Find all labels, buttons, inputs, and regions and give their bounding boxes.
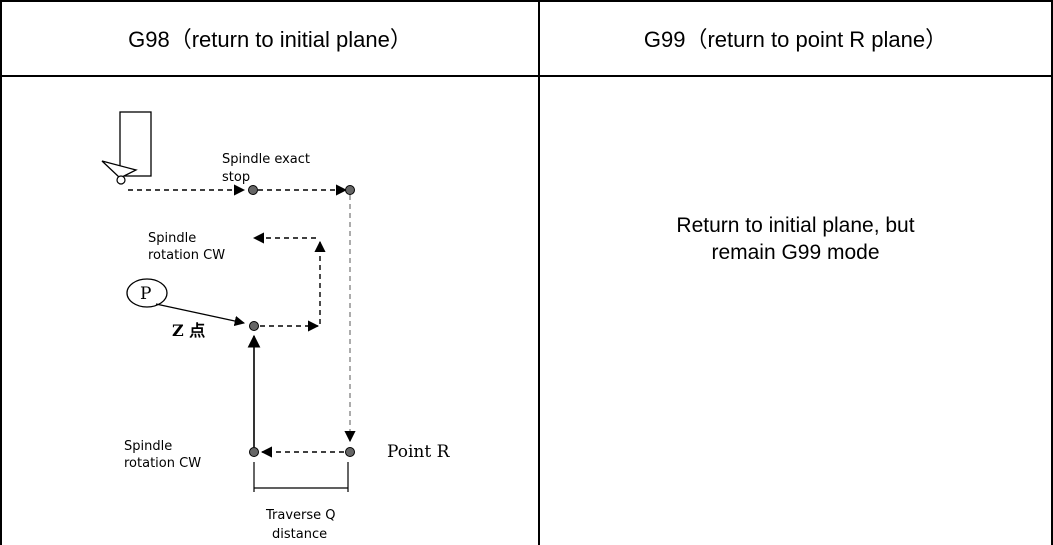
g98-drilling-cycle-diagram: P Spindle exact stop Spindle rotation CW…: [101, 111, 451, 542]
spindle-rotation-bottom-label-1: Spindle: [124, 439, 172, 454]
spindle-rotation-top-label-1: Spindle: [148, 231, 196, 246]
point-r-label: Point R: [387, 442, 451, 462]
g99-description: Return to initial plane, but remain G99 …: [540, 212, 1051, 266]
p-label: P: [140, 284, 151, 304]
top-right-point: [345, 185, 355, 195]
bottom-left-point: [249, 447, 259, 457]
g99-description-line1: Return to initial plane, but: [676, 214, 915, 237]
g98-header-text: G98（return to initial plane）: [128, 26, 412, 52]
traverse-label-1: Traverse Q: [265, 508, 336, 523]
table-right-border: [1051, 0, 1053, 545]
traverse-bracket: [253, 462, 349, 492]
table-top-border: [0, 0, 1053, 2]
table-left-border: [0, 0, 2, 545]
spindle-exact-stop-label-1: Spindle exact: [222, 152, 310, 167]
drill-tool-icon: [101, 111, 152, 185]
column-divider: [538, 0, 540, 545]
g99-header-text: G99（return to point R plane）: [643, 26, 948, 52]
spindle-stop-point: [248, 185, 258, 195]
p-pointer: [155, 303, 246, 327]
g99-header: G99（return to point R plane）: [540, 0, 1051, 75]
g98-header: G98（return to initial plane）: [2, 0, 538, 75]
spindle-exact-stop-label-2: stop: [222, 170, 250, 185]
spindle-rotation-top-label-2: rotation CW: [148, 248, 225, 263]
p-circle: [126, 278, 168, 308]
z-point-marker: [249, 321, 259, 331]
z-point-label: Z 点: [172, 321, 205, 340]
spindle-rotation-bottom-label-2: rotation CW: [124, 456, 201, 471]
point-r-marker: [345, 447, 355, 457]
traverse-label-2: distance: [272, 527, 327, 542]
header-divider: [0, 75, 1053, 77]
g99-description-line2: remain G99 mode: [711, 241, 880, 264]
